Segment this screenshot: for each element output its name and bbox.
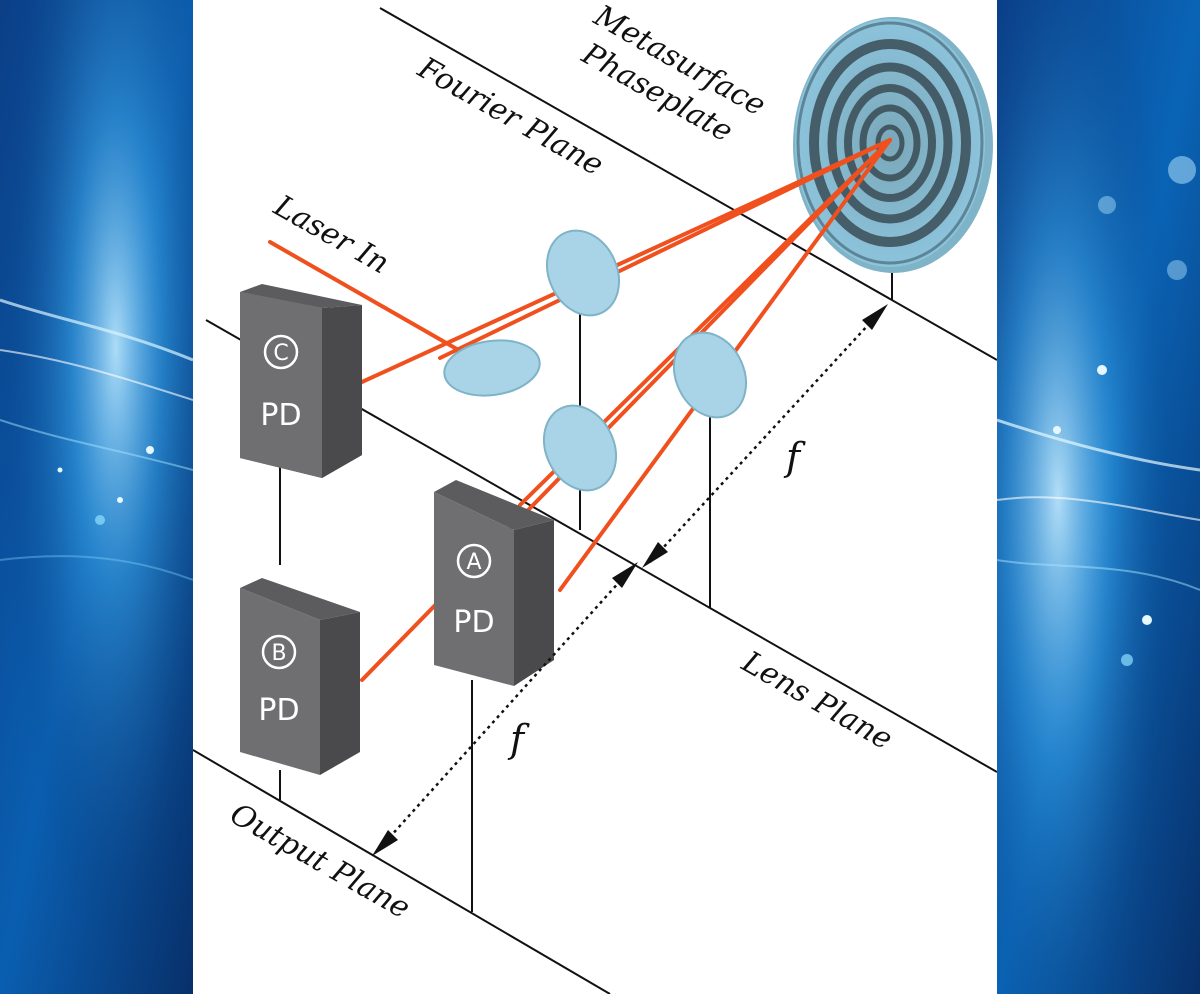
output-plane-line bbox=[193, 749, 611, 994]
lens-lower bbox=[543, 404, 617, 492]
photodetector-a-letter: A bbox=[466, 550, 481, 575]
photodetector-a-label: PD bbox=[453, 605, 494, 640]
laser-in-label: Laser In bbox=[267, 188, 395, 281]
focal-label-upper: f bbox=[783, 435, 806, 479]
fourier-plane-line bbox=[379, 7, 997, 361]
diagram-panel: C PD A PD B PD bbox=[193, 0, 997, 994]
photodetector-a: A PD bbox=[434, 480, 554, 686]
photodetector-c: C PD bbox=[240, 284, 362, 478]
lens-fourier bbox=[546, 229, 620, 317]
photodetector-c-label: PD bbox=[260, 398, 301, 433]
photodetector-c-letter: C bbox=[273, 341, 288, 366]
focal-label-lower: f bbox=[507, 717, 530, 761]
photodetector-b-label: PD bbox=[258, 693, 299, 728]
stands bbox=[279, 250, 893, 912]
lens-input bbox=[443, 339, 541, 397]
lens-right bbox=[673, 331, 747, 419]
background-right bbox=[997, 0, 1200, 994]
focal-length-arrow-lower bbox=[372, 562, 638, 856]
photodetector-b: B PD bbox=[240, 578, 360, 775]
fourier-plane-label: Fourier Plane bbox=[411, 50, 609, 183]
focal-length-arrow-upper bbox=[642, 304, 888, 568]
output-plane-label: Output Plane bbox=[224, 797, 416, 927]
photodetector-b-letter: B bbox=[271, 641, 286, 666]
background-left bbox=[0, 0, 193, 994]
